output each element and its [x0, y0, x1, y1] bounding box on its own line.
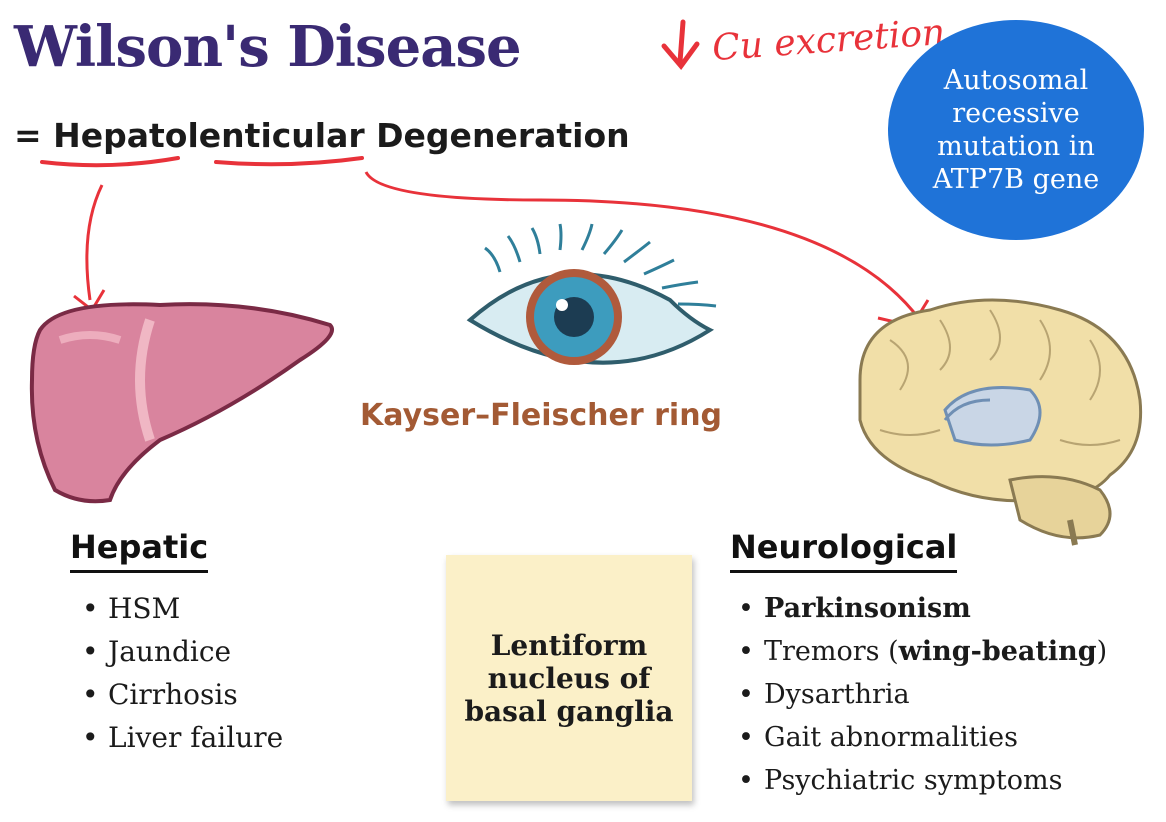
list-item: Psychiatric symptoms: [738, 759, 1107, 802]
list-item-text: Tremors (: [764, 636, 899, 667]
hepatic-list: HSM Jaundice Cirrhosis Liver failure: [82, 587, 283, 759]
underline-hepato: [40, 156, 180, 168]
arrow-to-brain: [364, 171, 922, 321]
page-title: Wilson's Disease: [14, 14, 522, 80]
hepatic-heading: Hepatic: [70, 528, 209, 573]
neurological-list: Parkinsonism Tremors (wing-beating) Dysa…: [738, 587, 1107, 802]
liver-illustration: [29, 302, 334, 504]
list-item: Tremors (wing-beating): [738, 630, 1107, 673]
eye-illustration: [466, 223, 717, 365]
genetics-badge: Autosomal recessive mutation in ATP7B ge…: [888, 20, 1144, 240]
list-item: Jaundice: [82, 630, 283, 673]
down-arrow-icon: [661, 19, 700, 71]
list-item-text: Psychiatric symptoms: [764, 765, 1063, 796]
list-item: HSM: [82, 587, 283, 630]
list-item: Liver failure: [82, 716, 283, 759]
subtitle: = Hepatolenticular Degeneration: [14, 116, 630, 155]
brain-illustration: [858, 298, 1143, 546]
subtitle-hepatolenticular: Hepatolenticular: [53, 116, 365, 155]
list-item-text: Parkinsonism: [764, 593, 971, 624]
list-item: Gait abnormalities: [738, 716, 1107, 759]
arrow-to-liver: [85, 184, 104, 301]
list-item-text: ): [1096, 636, 1108, 667]
neurological-heading: Neurological: [730, 528, 958, 573]
genetics-badge-text: Autosomal recessive mutation in ATP7B ge…: [932, 65, 1100, 195]
kayser-fleischer-label: Kayser–Fleischer ring: [360, 398, 723, 433]
list-item: Parkinsonism: [738, 587, 1107, 630]
underline-lenticular: [214, 156, 364, 167]
sticky-note-text: Lentiform nucleus of basal ganglia: [464, 628, 674, 728]
list-item-text: Dysarthria: [764, 679, 910, 710]
sticky-note: Lentiform nucleus of basal ganglia: [446, 555, 692, 801]
list-item: Cirrhosis: [82, 673, 283, 716]
list-item-text: Gait abnormalities: [764, 722, 1018, 753]
subtitle-prefix: =: [14, 116, 54, 155]
list-item: Dysarthria: [738, 673, 1107, 716]
subtitle-degeneration: Degeneration: [364, 116, 630, 155]
list-item-emphasis: wing-beating: [898, 636, 1097, 667]
